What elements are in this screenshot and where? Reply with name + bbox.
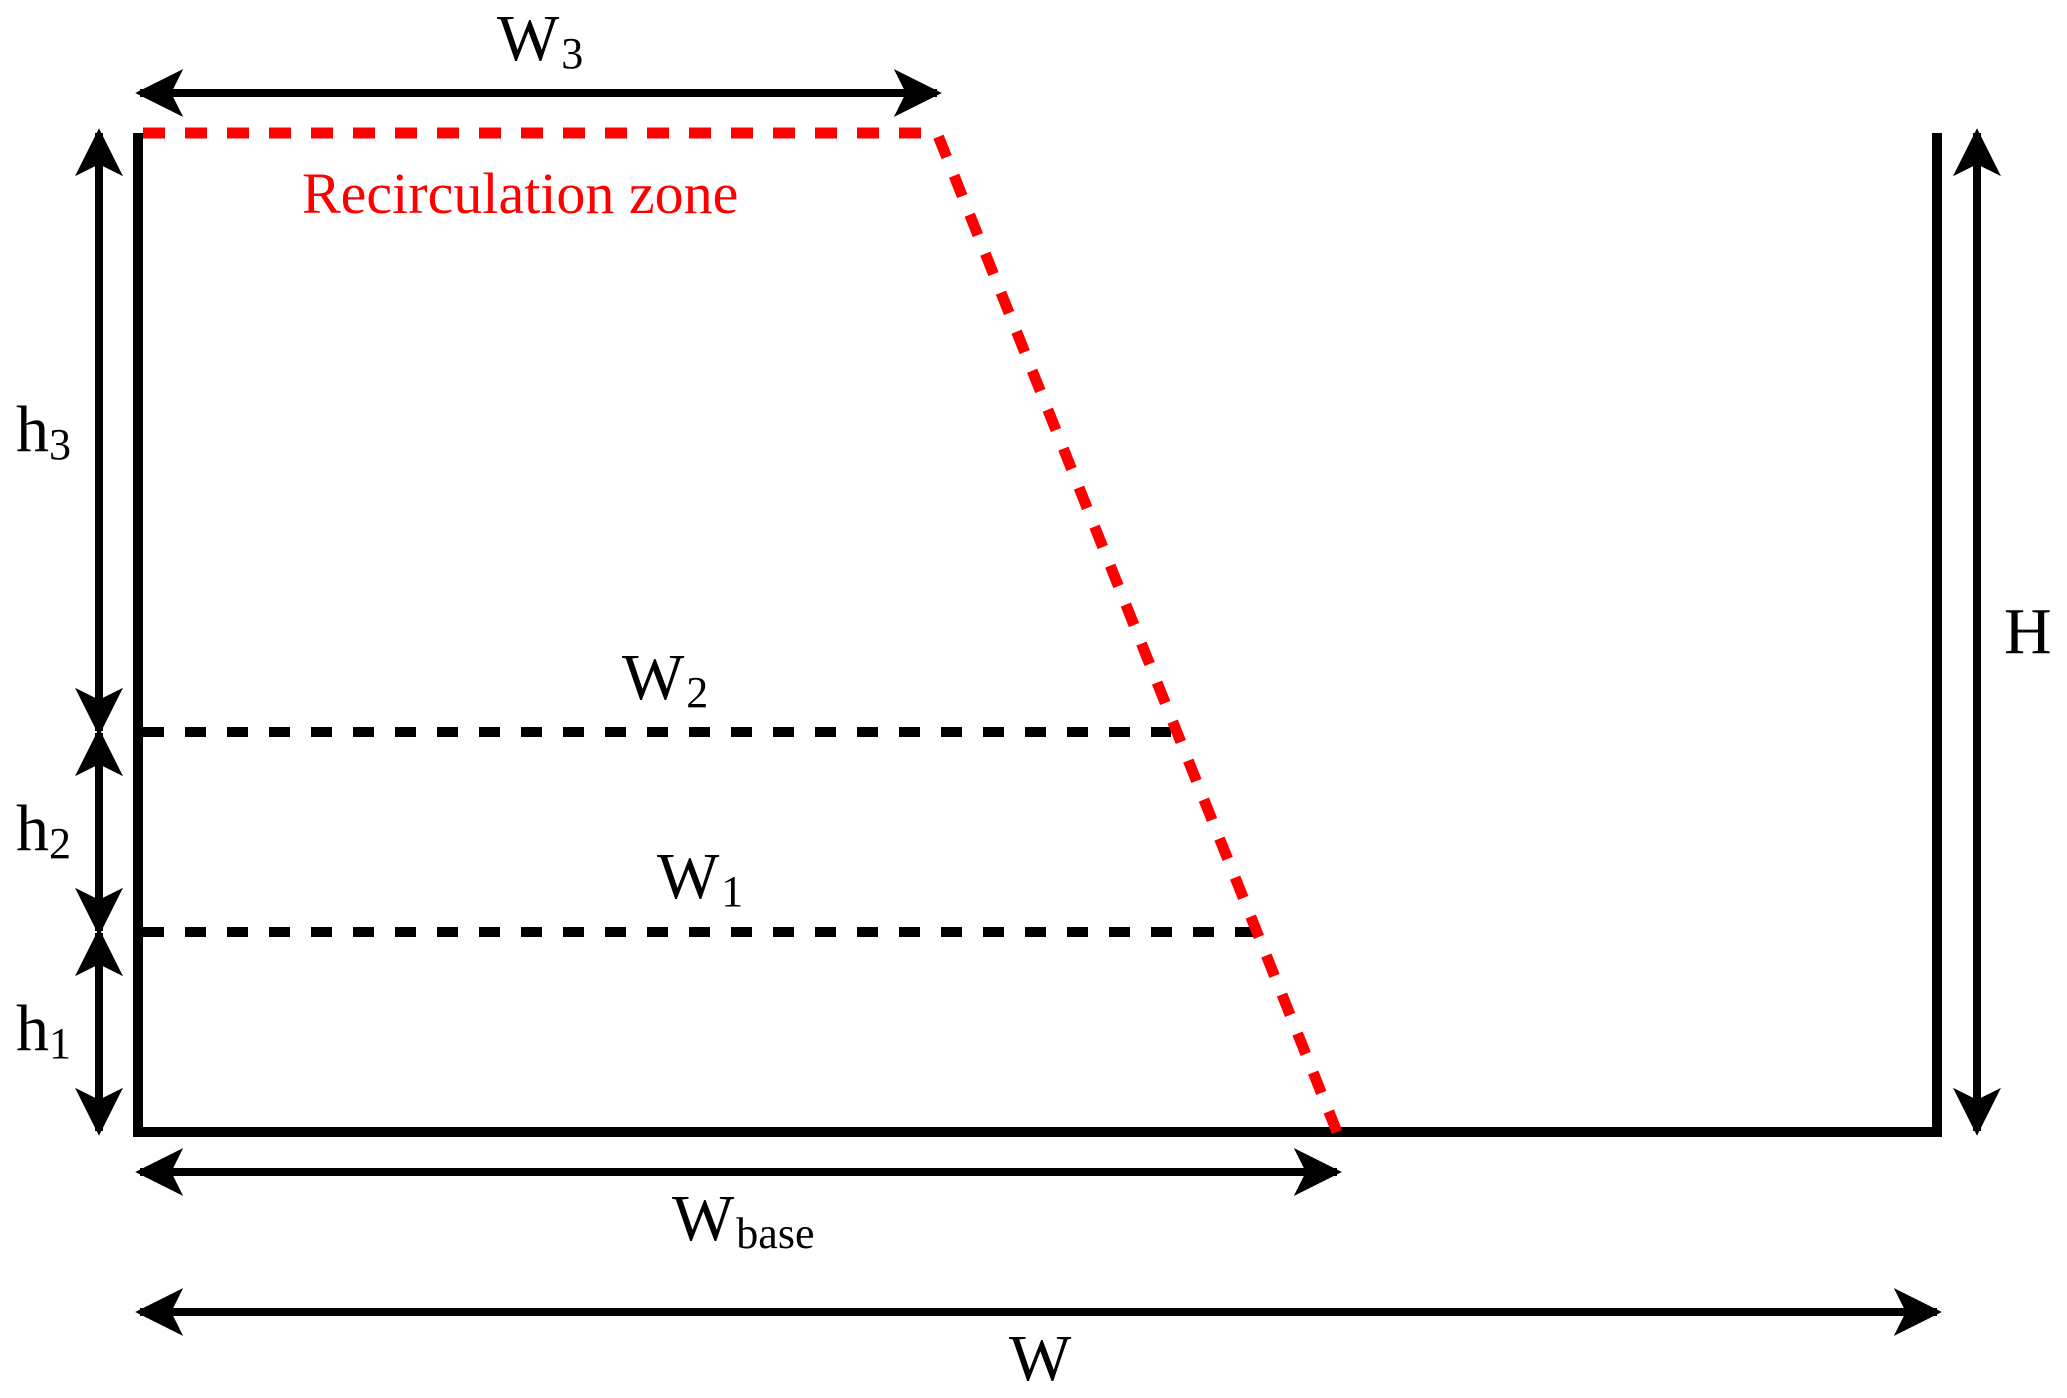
label-w2: W2 [622,641,708,717]
label-w: W [1009,1322,1072,1395]
channel-walls [133,133,1942,1137]
recirculation-zone-boundary [143,127,1343,1135]
label-wbase: Wbase [672,1182,814,1258]
label-w3: W3 [497,2,583,78]
label-h: H [2004,595,2052,668]
label-w1: W1 [657,840,743,916]
label-h3: h3 [16,393,71,469]
recirculation-zone-label: Recirculation zone [302,161,738,226]
label-h1: h1 [16,992,71,1068]
label-h2: h2 [16,792,71,868]
